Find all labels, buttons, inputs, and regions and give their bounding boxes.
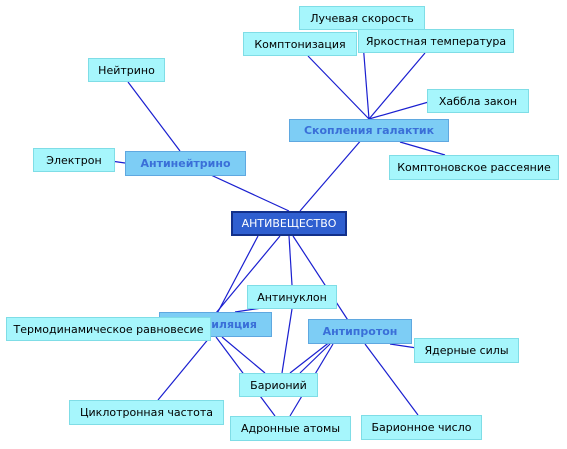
node-comptonization[interactable]: Комптонизация — [243, 32, 357, 56]
node-hadron-atoms[interactable]: Адронные атомы — [230, 416, 351, 441]
link-antineutrino-neutrino — [127, 81, 181, 152]
link-galaxy-compton-scattering — [399, 141, 446, 156]
link-antiproton-baryon-number — [364, 343, 419, 416]
node-baryon-number[interactable]: Барионное число — [361, 415, 482, 440]
node-antimatter[interactable]: АНТИВЕЩЕСТВО — [231, 211, 347, 236]
node-antinucleon[interactable]: Антинуклон — [247, 285, 337, 309]
link-root-antinucleon — [288, 235, 293, 286]
node-antineutrino[interactable]: Антинейтрино — [125, 151, 246, 176]
node-radial-velocity[interactable]: Лучевая скорость — [299, 6, 425, 30]
node-brightness-temperature[interactable]: Яркостная температура — [358, 29, 514, 53]
node-cyclotron-frequency[interactable]: Циклотронная частота — [69, 400, 224, 425]
node-compton-scattering[interactable]: Комптоновское рассеяние — [389, 155, 559, 180]
link-galaxy-hubble — [368, 100, 433, 120]
node-antiproton[interactable]: Антипротон — [308, 319, 412, 344]
link-galaxy-comptonization — [307, 55, 370, 120]
link-root-antiproton — [292, 235, 356, 332]
node-hubble-law[interactable]: Хаббла закон — [427, 89, 529, 113]
node-galaxy-clusters[interactable]: Скопления галактик — [289, 119, 449, 142]
link-root-annihilation-b — [210, 235, 259, 326]
link-annihilation-cyclotron — [157, 336, 211, 401]
node-electron[interactable]: Электрон — [33, 148, 115, 172]
node-baryon[interactable]: Барионий — [239, 373, 318, 397]
node-neutrino[interactable]: Нейтрино — [88, 58, 165, 82]
link-root-galaxy-clusters — [299, 130, 370, 212]
node-nuclear-forces[interactable]: Ядерные силы — [414, 338, 519, 363]
node-thermodynamic-equilibrium[interactable]: Термодинамическое равновесие — [6, 317, 211, 341]
link-antinucleon-baryon — [281, 308, 293, 374]
link-annihilation-baryon — [221, 336, 266, 374]
link-galaxy-brightness — [368, 52, 426, 120]
link-antiproton-baryon — [299, 343, 331, 374]
